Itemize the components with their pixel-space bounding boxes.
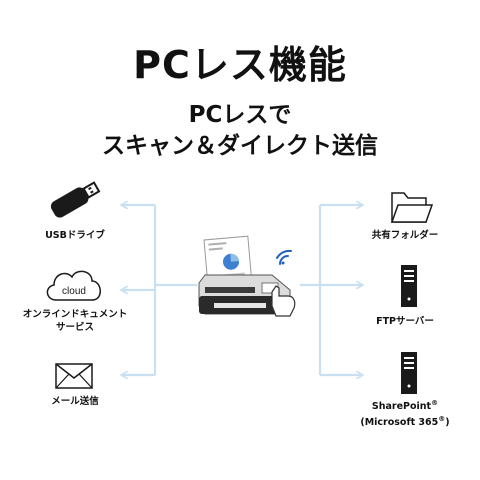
label-online-document-service: オンラインドキュメント サービス: [20, 308, 130, 334]
label-ftp-server: FTPサーバー: [376, 316, 434, 327]
label-shared-folder: 共有フォルダー: [371, 230, 439, 241]
subtitle-line-2: スキャン＆ダイレクト送信: [102, 133, 378, 159]
label-online-line2: サービス: [55, 322, 94, 333]
folder-icon: [390, 192, 434, 223]
usb-drive-icon: [50, 181, 101, 218]
cloud-icon-text: cloud: [62, 286, 86, 297]
server-icon: [401, 352, 417, 394]
server-icon: [401, 265, 417, 307]
subtitle-line-1: PCレスで: [188, 102, 292, 128]
scanner-icon: [198, 235, 296, 317]
connector-lines: [122, 205, 362, 375]
label-email: メール送信: [51, 396, 99, 407]
wifi-icon: [276, 249, 292, 265]
label-sharepoint-line2: (Microsoft 365®): [360, 415, 450, 429]
label-online-line1: オンラインドキュメント: [22, 309, 128, 320]
page-title: PCレス機能: [133, 43, 347, 87]
label-sharepoint-line1: SharePoint®: [371, 399, 439, 413]
envelope-icon: [55, 363, 93, 389]
label-sharepoint: SharePoint® (Microsoft 365®): [350, 397, 460, 429]
cloud-icon: cloud: [46, 270, 101, 301]
label-usb-drive: USBドライブ: [45, 230, 105, 241]
